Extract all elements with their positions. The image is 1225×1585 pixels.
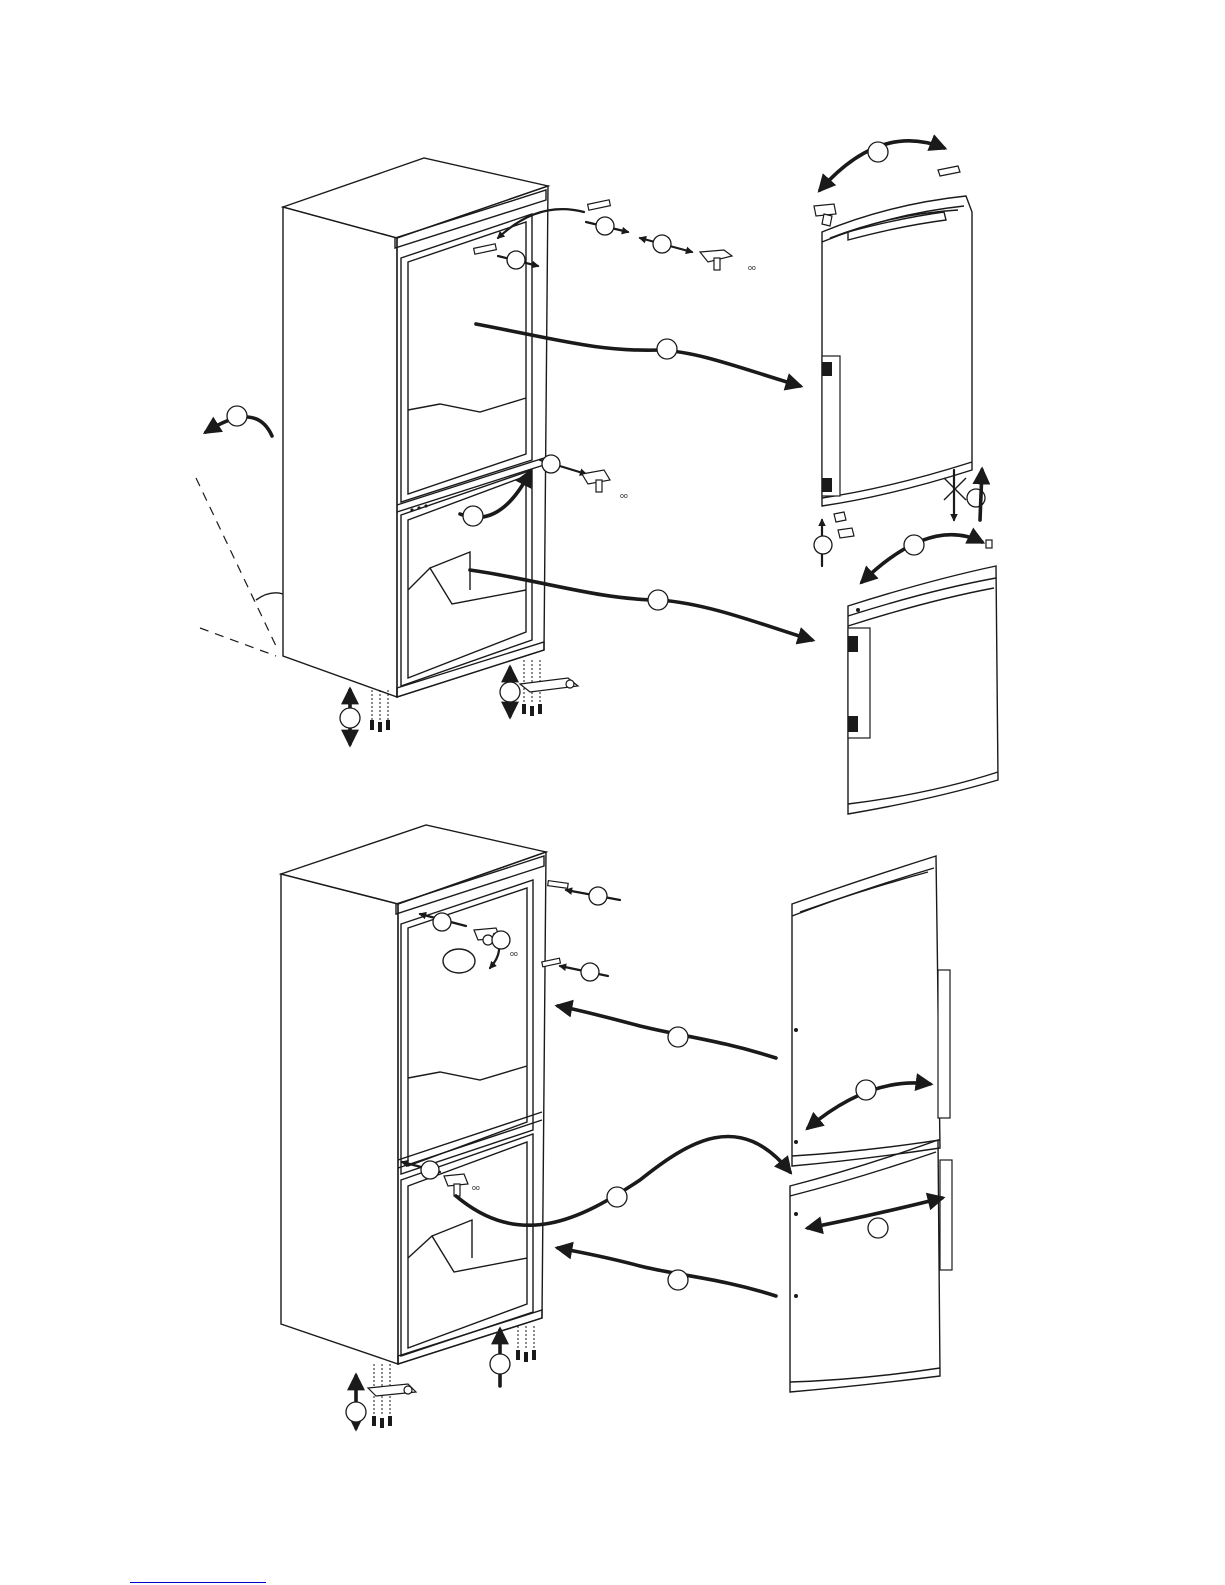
lower-door-reversed: [790, 1140, 952, 1392]
tilt-guide: [196, 406, 283, 656]
step-callout-2: [596, 217, 614, 235]
step-callout-18: [581, 963, 599, 981]
straight-arrow-icon: [476, 324, 800, 386]
upper-door: [822, 196, 972, 506]
step-callout-4: [653, 235, 671, 253]
curved-arrow-icon: [498, 209, 584, 238]
hinge-icon: oo: [444, 1174, 480, 1196]
screw-icon: [372, 1416, 392, 1428]
lower-door: [848, 566, 998, 814]
fridge-cabinet-top: [283, 158, 548, 697]
step-callout-13: [814, 536, 832, 554]
svg-text:oo: oo: [620, 493, 628, 500]
screw-icon: [370, 720, 390, 732]
screw-icon: [516, 1350, 536, 1362]
step-callout-21: [607, 1187, 627, 1207]
svg-text:oo: oo: [748, 265, 756, 272]
hinge-icon: oo: [700, 250, 756, 272]
step-callout-23: [346, 1402, 366, 1422]
hinge-icon: [368, 1384, 416, 1396]
step-callout-3: [507, 251, 525, 269]
screw-icon: [522, 704, 542, 716]
step-callout-17: [589, 887, 607, 905]
step-callout-24: [490, 1354, 510, 1374]
hinge-icon: [834, 512, 854, 538]
step-callout-25: [856, 1080, 876, 1100]
step-callout-9: [340, 708, 360, 728]
page-footer-rule: [130, 1582, 266, 1583]
step-callout: [227, 406, 247, 426]
step-callout-20: [421, 1161, 439, 1179]
step-callout-10: [500, 682, 520, 702]
step-callout-7: [542, 455, 560, 473]
step-callout-19: [668, 1027, 688, 1047]
hinge-icon: oo: [582, 470, 628, 500]
fridge-cabinet-bottom: [281, 825, 546, 1364]
refitting-panel: oo oo: [281, 825, 952, 1428]
hinge-icon: [520, 678, 578, 692]
step-callout-8: [648, 590, 668, 610]
step-callout-15: [433, 913, 451, 931]
step-callout-5: [657, 339, 677, 359]
svg-text:oo: oo: [472, 1185, 480, 1192]
step-callout-26: [868, 1218, 888, 1238]
svg-text:oo: oo: [510, 951, 518, 958]
step-callout-16: [492, 931, 510, 949]
step-callout-6: [463, 506, 483, 526]
removal-panel: oo oo: [196, 141, 998, 814]
step-callout-14: [904, 535, 924, 555]
step-callout-11: [868, 142, 888, 162]
step-callout-22: [668, 1270, 688, 1290]
